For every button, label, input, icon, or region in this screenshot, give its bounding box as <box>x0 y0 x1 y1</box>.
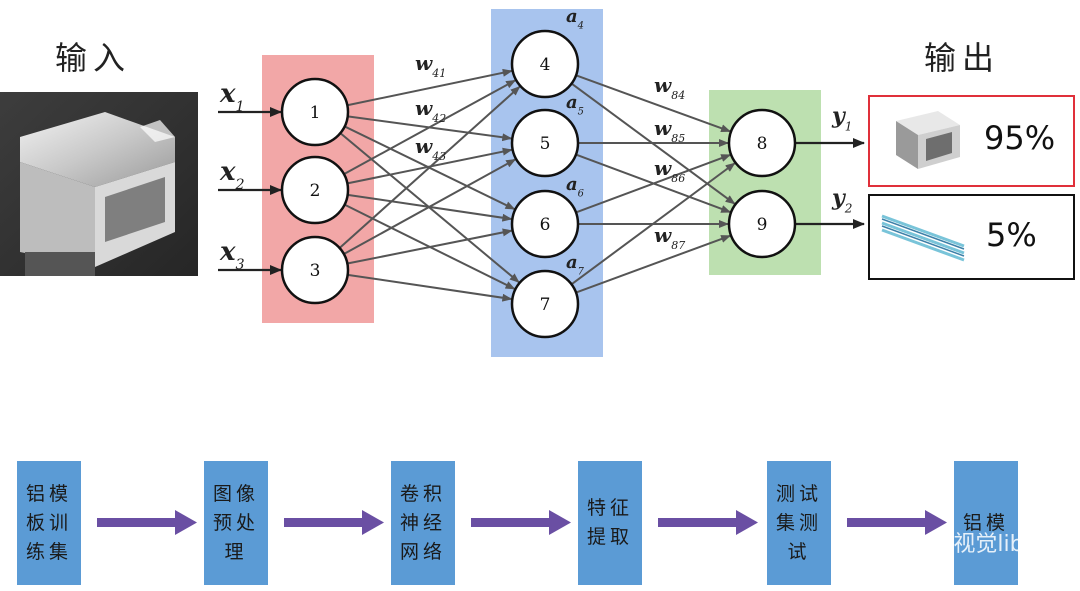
node-2-label: 2 <box>310 181 321 201</box>
result-1-percent: 95% <box>984 119 1056 157</box>
weight-label-w86: w86 <box>654 156 685 185</box>
node-5-label: 5 <box>540 134 551 154</box>
node-7-label: 7 <box>540 295 551 315</box>
flow-step-6: 铝模 <box>954 461 1018 585</box>
edge-hid7-out8 <box>570 162 736 286</box>
node-9 <box>727 189 797 259</box>
node-6 <box>510 189 580 259</box>
node-8 <box>727 108 797 178</box>
edge-in1-hid4 <box>347 68 513 107</box>
edge-in3-hid7 <box>347 273 513 302</box>
flow-arrow-3 <box>471 510 571 535</box>
node-1 <box>280 77 350 147</box>
aluminum-profile-photo <box>0 92 198 276</box>
flow-step-3-label: 卷积神经网络 <box>399 482 446 563</box>
node-5 <box>510 108 580 178</box>
node-9-label: 9 <box>757 215 768 235</box>
input-label-x1: x1 <box>219 79 245 115</box>
input-label-x3: x3 <box>219 237 245 273</box>
activation-label-a4: a4 <box>566 6 584 31</box>
striped-rods-thumbnail <box>881 214 965 262</box>
output-label-y1: y1 <box>831 103 853 134</box>
activation-label-a7: a7 <box>566 252 585 277</box>
weight-label-w43: w43 <box>415 134 446 163</box>
node-8-label: 8 <box>757 134 768 154</box>
node-4 <box>510 29 580 99</box>
node-6-label: 6 <box>540 215 551 235</box>
node-7 <box>510 269 580 339</box>
flow-step-5-label: 测试集测试 <box>775 482 822 563</box>
flow-step-1-label: 铝模板训练集 <box>25 482 72 563</box>
activation-label-a6: a6 <box>566 174 584 199</box>
output-title: 输出 <box>924 39 1001 77</box>
watermark: ○○ 人工机视觉lib <box>842 526 1024 558</box>
edge-in2-hid4 <box>343 79 517 176</box>
flow-arrow-2 <box>284 510 384 535</box>
watermark-text: 人工机视觉lib <box>887 532 1024 557</box>
weight-label-w42: w42 <box>415 96 446 125</box>
flow-step-4-label: 特征提取 <box>586 497 633 548</box>
edge-hid6-out8 <box>575 153 732 214</box>
weight-label-w85: w85 <box>654 116 685 145</box>
node-3 <box>280 235 350 305</box>
input-image <box>0 92 198 276</box>
flow-arrow-1 <box>97 510 197 535</box>
flow-step-6-label: 铝模 <box>962 511 1009 534</box>
edge-in3-hid5 <box>343 158 517 255</box>
flow-step-1: 铝模板训练集 <box>17 461 81 585</box>
flow-arrow-4 <box>658 510 758 535</box>
node-1-label: 1 <box>310 103 321 123</box>
edge-in3-hid6 <box>347 228 513 265</box>
node-4-label: 4 <box>540 55 551 75</box>
flow-step-3: 卷积神经网络 <box>391 461 455 585</box>
activation-label-a5: a5 <box>566 92 584 117</box>
edge-hid7-out9 <box>575 234 732 294</box>
weight-label-w41: w41 <box>415 51 446 80</box>
flow-step-2: 图像预处理 <box>204 461 268 585</box>
node-2 <box>280 155 350 225</box>
wechat-icon: ○○ <box>842 532 881 557</box>
output-result-1: 95% <box>868 95 1075 187</box>
neural-network-diagram: 1 2 3 4 5 6 7 8 9 x1 x2 x3 a4 a5 a6 a7 w41 w42 w43 w84 w85 w… <box>218 6 865 357</box>
edge-in3-hid4 <box>338 85 521 249</box>
weight-label-w87: w87 <box>654 223 685 252</box>
flow-step-5: 测试集测试 <box>767 461 831 585</box>
output-result-2: 5% <box>868 194 1075 280</box>
result-2-percent: 5% <box>986 216 1037 254</box>
flow-arrow-5 <box>847 510 947 535</box>
node-3-label: 3 <box>310 261 321 281</box>
flow-step-4: 特征提取 <box>578 461 642 585</box>
input-title: 输入 <box>55 39 132 77</box>
output-label-y2: y2 <box>831 185 853 216</box>
flow-step-2-label: 图像预处理 <box>212 482 259 563</box>
input-label-x2: x2 <box>219 157 245 193</box>
weight-label-w84: w84 <box>654 73 685 102</box>
aluminum-profile-thumbnail <box>896 111 960 169</box>
edge-hid4-out8 <box>575 74 731 133</box>
